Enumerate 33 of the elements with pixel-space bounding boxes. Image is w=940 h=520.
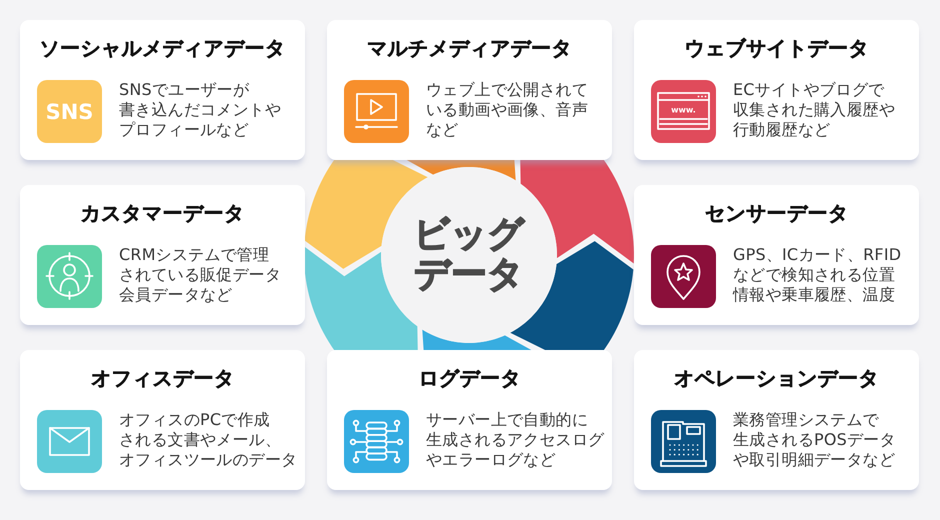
card-title: センサーデータ (704, 200, 848, 227)
database-circuit-icon (344, 410, 409, 473)
card-description: CRMシステムで管理されている販促データ会員データなど (119, 245, 281, 305)
card-description: 業務管理システムで生成されるPOSデータや取引明細データなど (733, 410, 896, 470)
info-card (634, 185, 919, 325)
card-description: サーバー上で自動的に生成されるアクセスログやエラーログなど (426, 410, 604, 470)
info-card (327, 350, 612, 490)
icon-text: www. (671, 106, 696, 114)
info-card (327, 20, 612, 160)
card-title: オフィスデータ (90, 365, 234, 392)
icon-tile: SNS (37, 80, 102, 143)
person-target-icon (37, 245, 102, 308)
card-title: ソーシャルメディアデータ (40, 35, 286, 62)
card-title: オペレーションデータ (674, 365, 879, 392)
card-title: ウェブサイトデータ (684, 35, 869, 62)
card-description: オフィスのPCで作成される文書やメール、オフィスツールのデータ (119, 410, 298, 470)
card-description: ウェブ上で公開されている動画や画像、音声など (426, 80, 588, 140)
video-player-icon (344, 80, 409, 143)
location-pin-icon (651, 245, 716, 308)
card-title: マルチメディアデータ (367, 35, 572, 62)
card-description: SNSでユーザーが書き込んだコメントやプロフィールなど (119, 80, 281, 140)
card-description: ECサイトやブログで収集された購入履歴や行動履歴など (733, 80, 895, 140)
envelope-icon (37, 410, 102, 473)
info-card (634, 350, 919, 490)
browser-window-icon (651, 80, 716, 143)
card-description: GPS、ICカード、RFIDなどで検知される位置情報や乗車履歴、温度 (733, 245, 902, 305)
info-card (20, 350, 305, 490)
info-card (634, 20, 919, 160)
info-card (20, 185, 305, 325)
card-title: ログデータ (418, 365, 521, 392)
info-card (20, 20, 305, 160)
card-title: カスタマーデータ (80, 200, 244, 227)
cash-register-icon (651, 410, 716, 473)
